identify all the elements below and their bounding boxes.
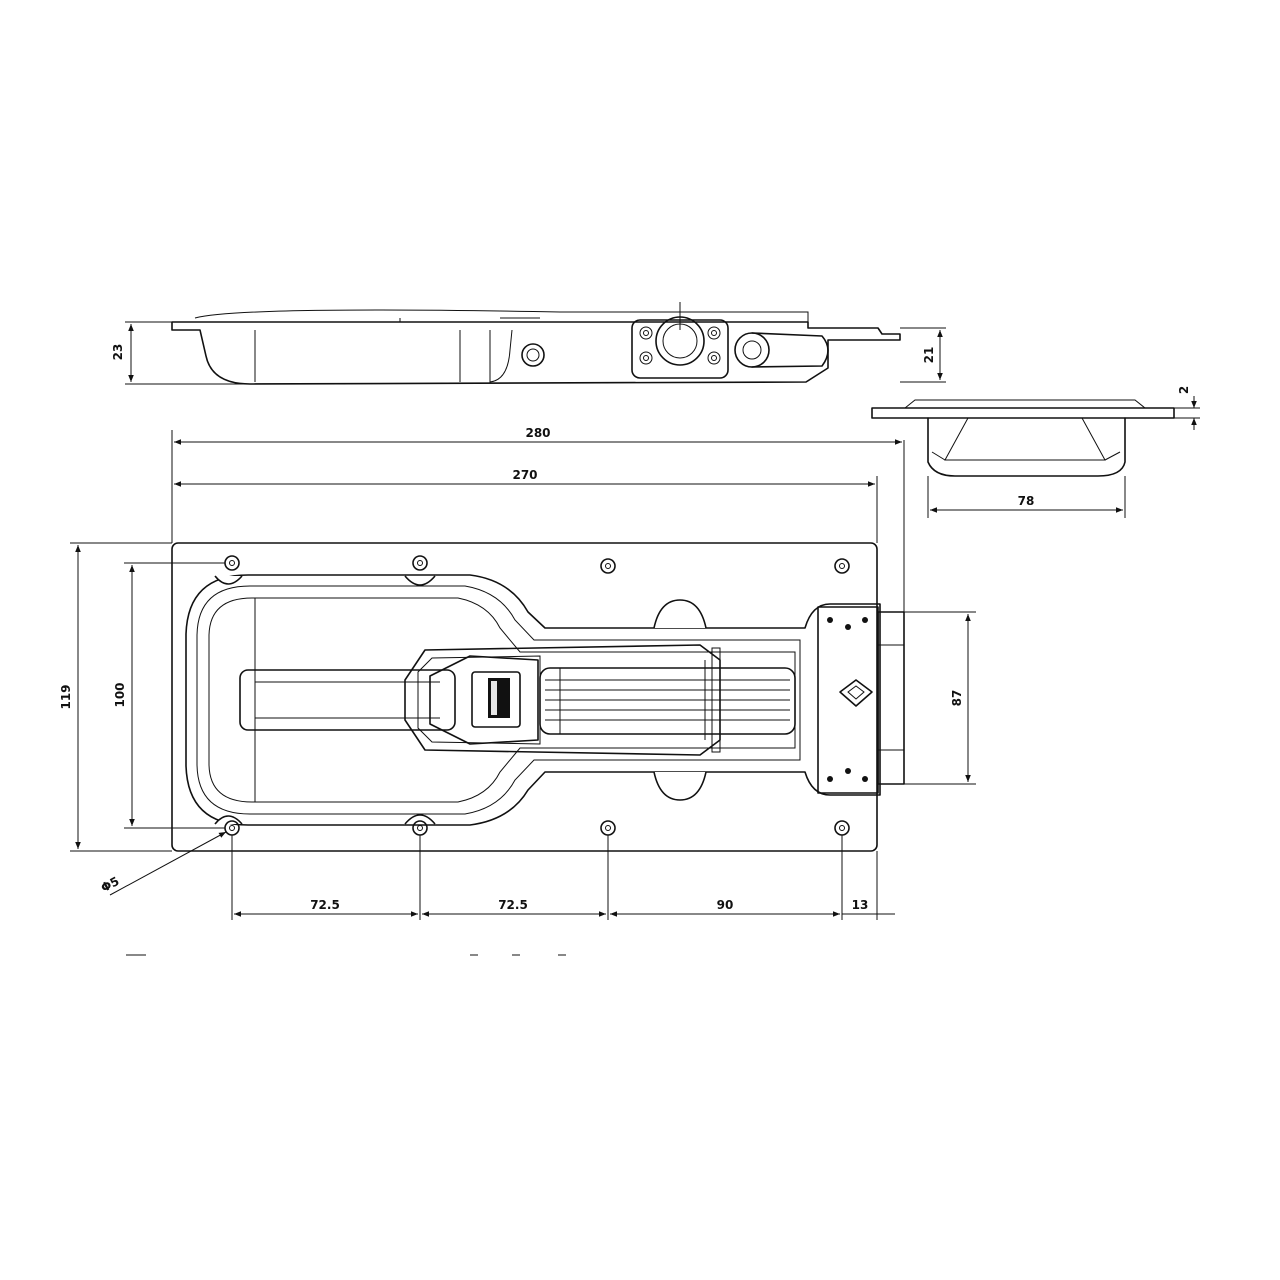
diamond-chevron-logo — [839, 679, 873, 707]
dim-overall-length: 280 — [525, 426, 550, 440]
dim-pitch-3: 90 — [717, 898, 734, 912]
dim-hole-span: 270 — [512, 468, 537, 482]
mounting-hole — [834, 558, 850, 574]
dim-keeper-width: 87 — [950, 690, 964, 707]
dim-thickness: 2 — [1177, 386, 1191, 394]
mounting-hole — [600, 820, 616, 836]
dim-overall-width: 119 — [59, 684, 73, 709]
mounting-hole — [834, 820, 850, 836]
dim-end-width: 78 — [1018, 494, 1035, 508]
mounting-hole — [224, 555, 240, 571]
dim-edge-offset: 13 — [852, 898, 869, 912]
mounting-hole — [600, 558, 616, 574]
dim-side-height: 23 — [111, 344, 125, 361]
dim-hole-diameter: Φ5 — [99, 874, 122, 895]
side-view: 23 21 — [111, 302, 946, 385]
plan-dimensions: 280 270 119 100 87 Φ5 72.5 72.5 — [59, 426, 976, 956]
dim-pitch-1: 72.5 — [310, 898, 340, 912]
end-view: 2 78 — [871, 386, 1200, 518]
dim-pitch-2: 72.5 — [498, 898, 528, 912]
dim-side-right-height: 21 — [922, 347, 936, 364]
dim-hole-width: 100 — [113, 682, 127, 707]
mounting-hole — [412, 555, 428, 571]
plan-view — [171, 542, 905, 852]
